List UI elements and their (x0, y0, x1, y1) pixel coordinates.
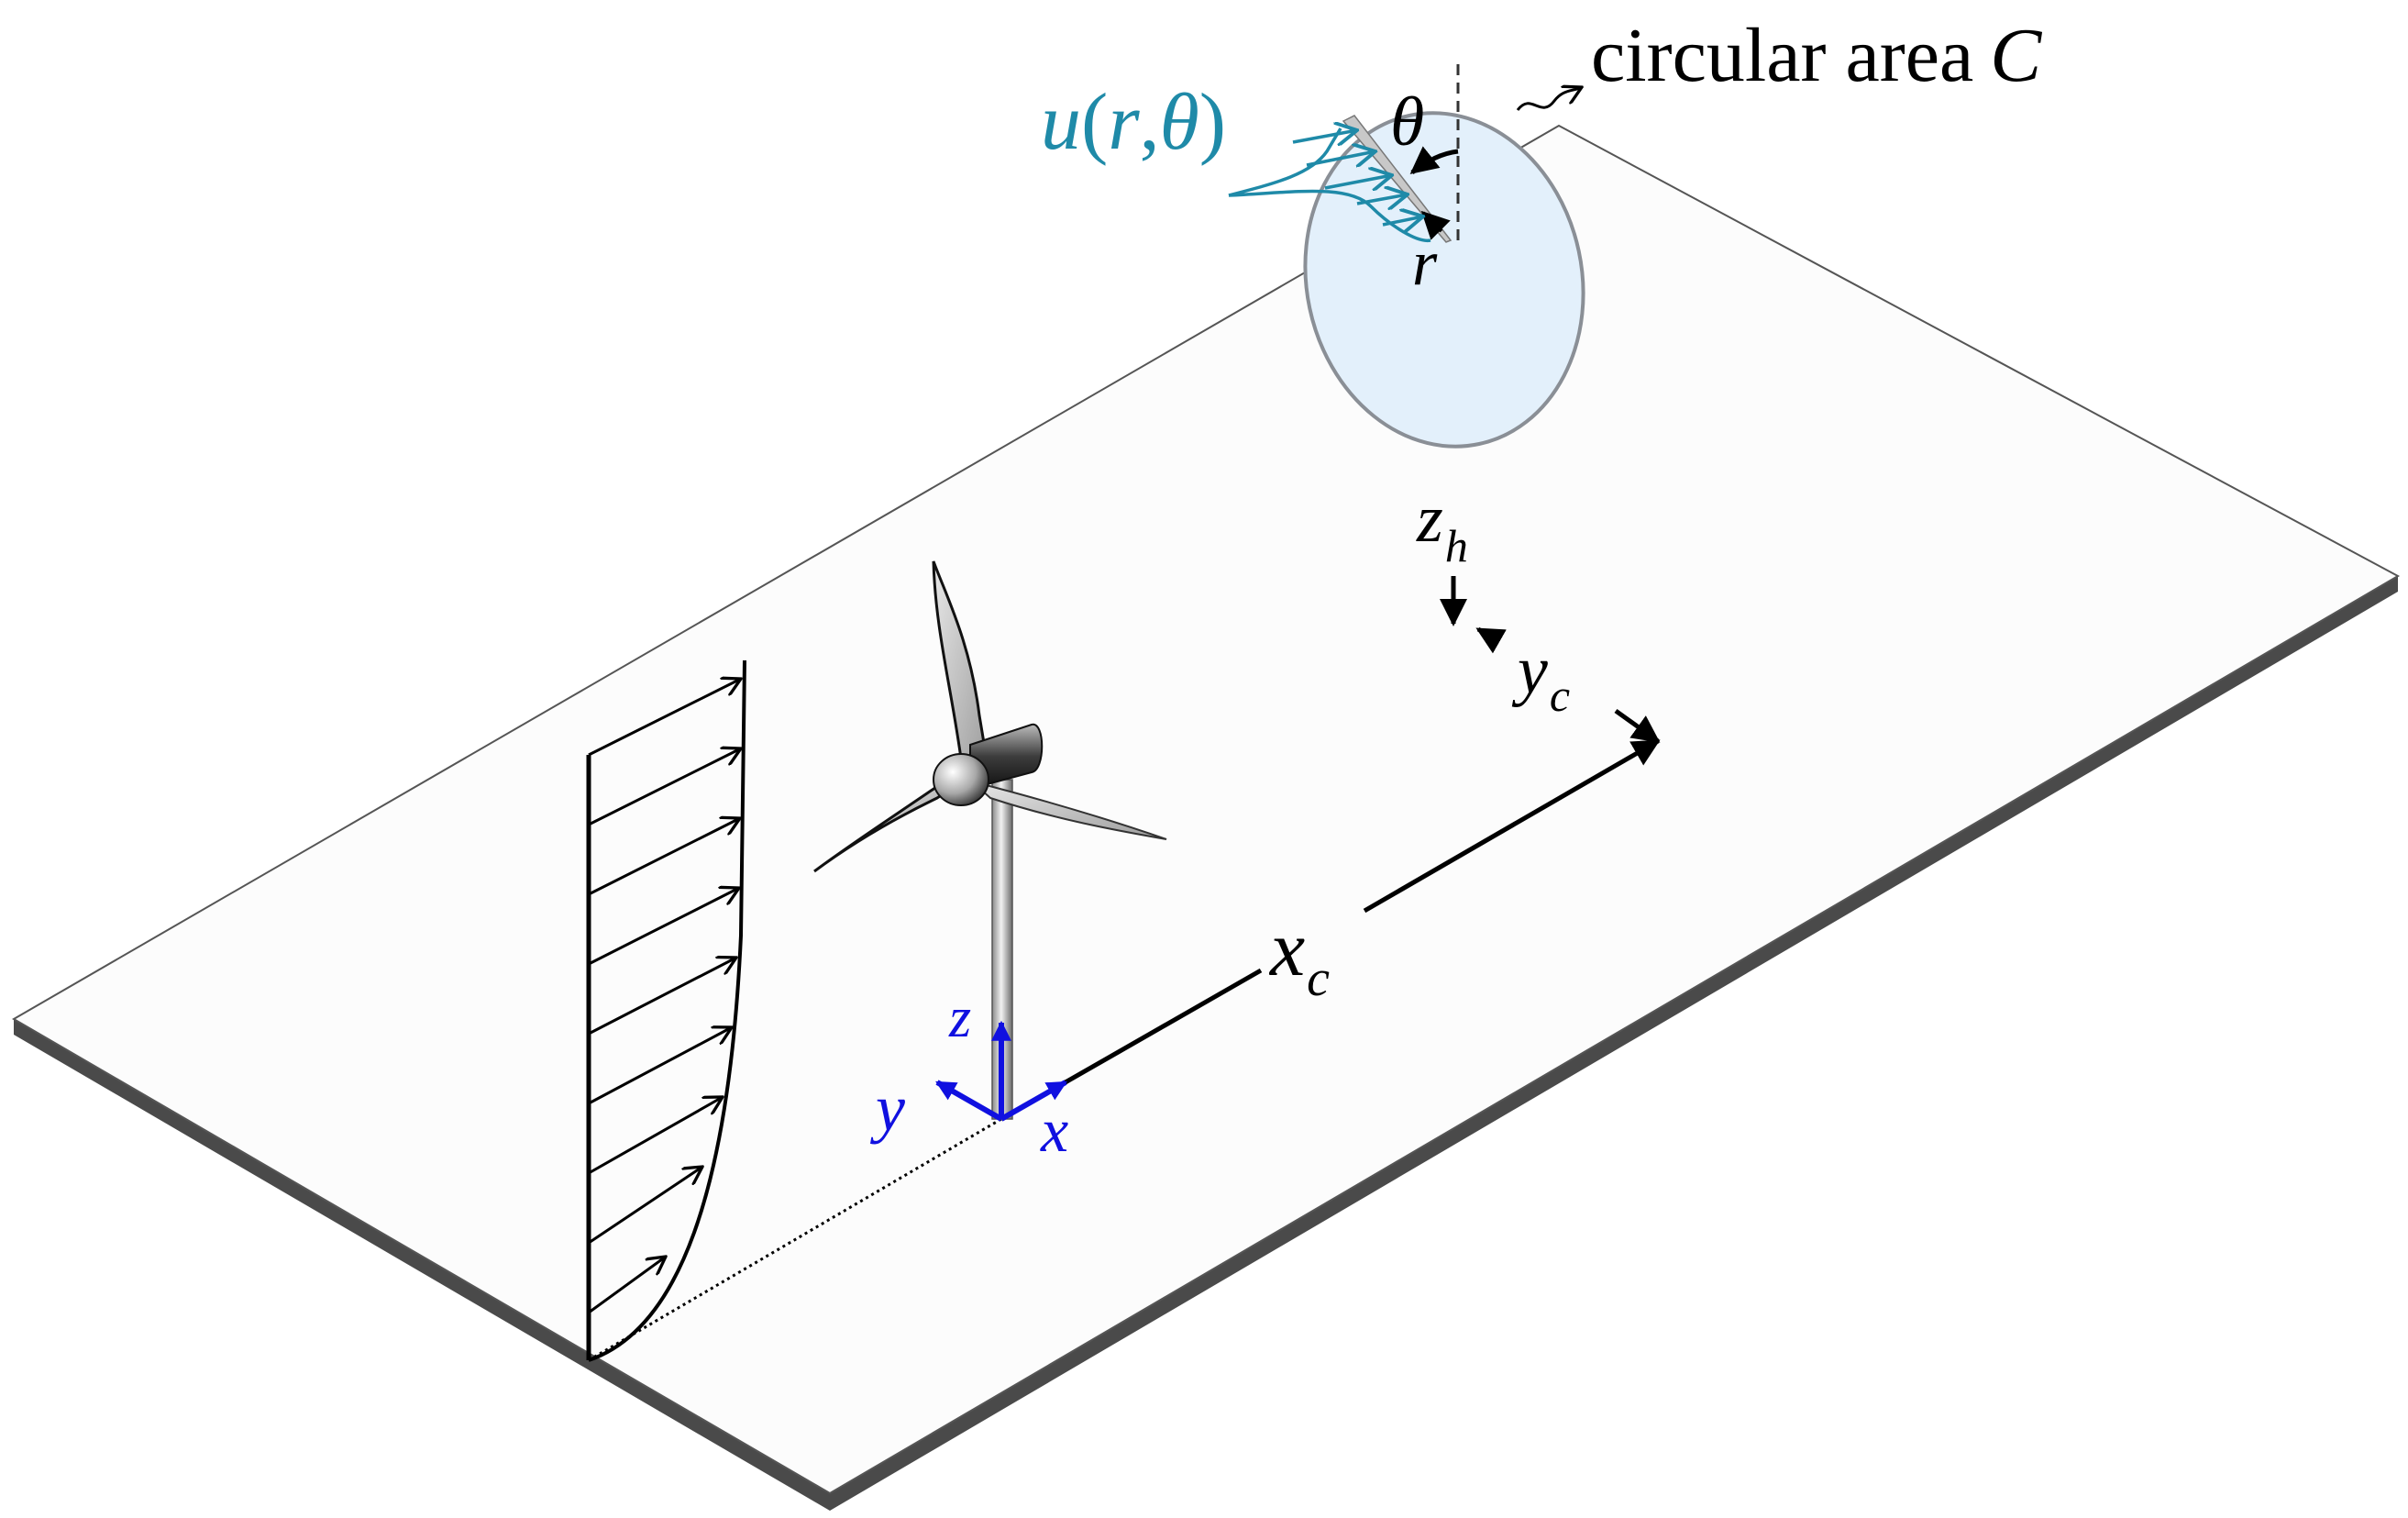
disk-velocity-profile (1228, 128, 1431, 242)
ground-plane (12, 124, 2401, 1511)
axis-y-label: y (869, 1071, 905, 1145)
r-label: r (1412, 228, 1438, 299)
circular-area-leader (1516, 87, 1582, 111)
yc-label: yc (1511, 633, 1570, 721)
axis-x-arrow (1000, 1080, 1067, 1122)
axis-y-arrow (935, 1080, 1003, 1122)
inflow-velocity-profile (586, 659, 746, 1362)
coordinate-axes (935, 1020, 1067, 1122)
turbine-blade-up (932, 560, 990, 774)
disk-ellipse (1303, 111, 1585, 449)
velocity-function-label: u(r,θ) (1041, 78, 1226, 167)
theta-arc (1409, 146, 1459, 174)
disk-velocity-arrows (1292, 130, 1423, 225)
axis-z-label: z (948, 987, 971, 1049)
wind-turbine (813, 560, 1167, 1120)
yc-dimension (1475, 626, 1661, 744)
xc-label: xc (1268, 904, 1330, 1007)
profile-curve (588, 659, 746, 1362)
ground-plane-surface (12, 124, 2401, 1495)
theta-label: θ (1390, 83, 1424, 161)
profile-arrows (588, 679, 741, 1314)
zh-label: zh (1416, 482, 1468, 571)
turbine-blade-left (813, 772, 960, 873)
turbine-hub (933, 753, 989, 806)
turbine-blade-right (971, 781, 1167, 840)
axis-x-label: x (1040, 1095, 1068, 1165)
dotted-reference-line (588, 1117, 1002, 1362)
